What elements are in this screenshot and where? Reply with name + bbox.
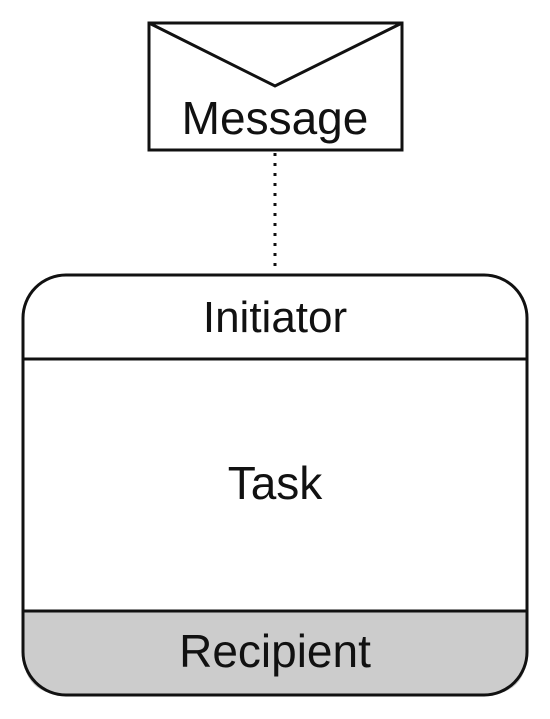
message-label: Message xyxy=(182,92,369,144)
recipient-band xyxy=(23,611,527,695)
initiator-label: Initiator xyxy=(203,293,347,342)
recipient-label: Recipient xyxy=(179,625,371,677)
choreography-task: Initiator Task Recipient xyxy=(21,273,529,697)
message-envelope: Message xyxy=(147,21,404,152)
task-outline xyxy=(21,273,529,697)
envelope-flap xyxy=(148,21,403,88)
task-label: Task xyxy=(228,457,324,509)
